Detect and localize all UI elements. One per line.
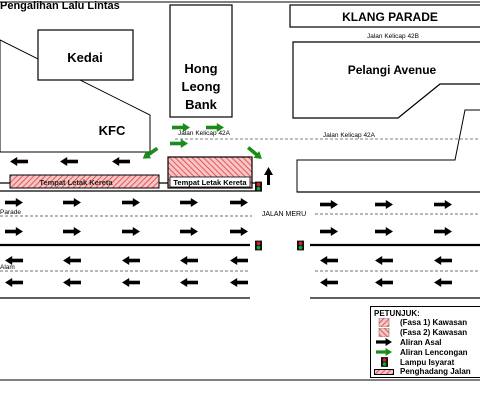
traffic-light bbox=[255, 181, 262, 192]
diversion-arrow-right bbox=[170, 139, 188, 148]
road-kelicap-42a-left-label: Jalan Kelicap 42A bbox=[178, 130, 231, 137]
flow-arrow-right bbox=[5, 198, 23, 207]
phase1-hatch-icon bbox=[374, 318, 394, 328]
traffic-light bbox=[297, 240, 304, 251]
traffic-light bbox=[255, 240, 262, 251]
flow-arrow-right bbox=[63, 198, 81, 207]
legend-item-diversion-flow: Aliran Lencongan bbox=[374, 347, 480, 357]
building-pelangi-avenue-label: Pelangi Avenue bbox=[348, 63, 437, 77]
flow-arrow-left bbox=[230, 256, 248, 265]
building-hong-leong-label-1: Hong bbox=[184, 61, 217, 76]
legend-item-original-flow: Aliran Asal bbox=[374, 338, 480, 348]
flow-arrow-right bbox=[434, 200, 452, 209]
flow-arrow-right bbox=[375, 200, 393, 209]
legend-box: PETUNJUK: (Fasa 1) Kawasan (Fasa 2) Kawa… bbox=[370, 306, 480, 378]
flow-arrow-right bbox=[122, 198, 140, 207]
building-hong-leong-label-3: Bank bbox=[185, 97, 218, 112]
legend-label: Aliran Lencongan bbox=[400, 347, 468, 357]
building-kfc-label: KFC bbox=[99, 123, 126, 138]
flow-arrow-left bbox=[375, 256, 393, 265]
legend-item-barrier: Penghadang Jalan bbox=[374, 367, 480, 377]
legend-label: Lampu Isyarat bbox=[400, 357, 455, 367]
flow-arrow-up bbox=[264, 167, 273, 185]
legend-label: Aliran Asal bbox=[400, 337, 442, 347]
phase2-hatch-icon bbox=[374, 328, 394, 338]
road-kelicap-42a-right-label: Jalan Kelicap 42A bbox=[323, 132, 376, 139]
parking-zone-phase2-label: Tempat Letak Kereta bbox=[173, 178, 247, 187]
flow-arrow-right bbox=[320, 200, 338, 209]
building-klang-parade-label: KLANG PARADE bbox=[342, 10, 438, 24]
flow-arrow-left bbox=[180, 256, 198, 265]
road-alam-label: Alam bbox=[0, 264, 15, 271]
black-arrow-icon bbox=[374, 338, 394, 347]
flow-arrow-left bbox=[434, 256, 452, 265]
page-title: Pengalihan Lalu Lintas bbox=[0, 0, 120, 12]
flow-arrow-left bbox=[320, 256, 338, 265]
legend-item-traffic-light: Lampu Isyarat bbox=[374, 357, 480, 367]
road-parade-label: Parade bbox=[0, 209, 21, 216]
building-hong-leong-bank bbox=[169, 4, 233, 118]
flow-arrow-right bbox=[320, 227, 338, 236]
flow-arrow-left bbox=[230, 278, 248, 287]
flow-arrow-left bbox=[10, 157, 28, 166]
flow-arrow-right bbox=[122, 227, 140, 236]
legend-label: (Fasa 1) Kawasan bbox=[400, 318, 468, 328]
legend-item-phase1: (Fasa 1) Kawasan bbox=[374, 318, 480, 328]
flow-arrow-left bbox=[112, 157, 130, 166]
flow-arrow-left bbox=[375, 278, 393, 287]
parking-zone-phase1-label: Tempat Letak Kereta bbox=[39, 178, 113, 187]
flow-arrow-right bbox=[230, 227, 248, 236]
parking-zone-phase1 bbox=[9, 174, 160, 189]
flow-arrow-left bbox=[122, 278, 140, 287]
building-kedai-label: Kedai bbox=[67, 50, 102, 65]
flow-arrow-left bbox=[63, 278, 81, 287]
building-hong-leong-label-2: Leong bbox=[182, 79, 221, 94]
building-pelangi-avenue bbox=[292, 41, 480, 119]
flow-arrow-right bbox=[5, 227, 23, 236]
flow-arrow-left bbox=[60, 157, 78, 166]
flow-arrow-left bbox=[5, 278, 23, 287]
flow-arrow-right bbox=[434, 227, 452, 236]
legend-item-phase2: (Fasa 2) Kawasan bbox=[374, 328, 480, 338]
flow-arrow-right bbox=[63, 227, 81, 236]
green-arrow-icon bbox=[374, 348, 394, 357]
road-kelicap-42b-label: Jalan Kelicap 42B bbox=[367, 33, 419, 40]
traffic-light-icon bbox=[374, 357, 394, 367]
flow-arrow-right bbox=[375, 227, 393, 236]
flow-arrow-left bbox=[320, 278, 338, 287]
flow-arrow-right bbox=[180, 227, 198, 236]
barrier-icon bbox=[374, 367, 394, 376]
flow-arrow-right bbox=[230, 198, 248, 207]
flow-arrow-left bbox=[63, 256, 81, 265]
building-kedai bbox=[37, 29, 134, 81]
flow-arrow-left bbox=[122, 256, 140, 265]
legend-title: PETUNJUK: bbox=[374, 309, 420, 318]
legend-label: Penghadang Jalan bbox=[400, 367, 471, 377]
flow-arrow-left bbox=[180, 278, 198, 287]
legend-label: (Fasa 2) Kawasan bbox=[400, 328, 468, 338]
building-klang-parade bbox=[289, 4, 480, 28]
parking-zone-phase2-label-box bbox=[169, 176, 251, 188]
right-block-outline bbox=[296, 109, 480, 193]
flow-arrow-left bbox=[434, 278, 452, 287]
road-jalan-meru-label: JALAN MERU bbox=[262, 211, 306, 218]
flow-arrow-right bbox=[180, 198, 198, 207]
